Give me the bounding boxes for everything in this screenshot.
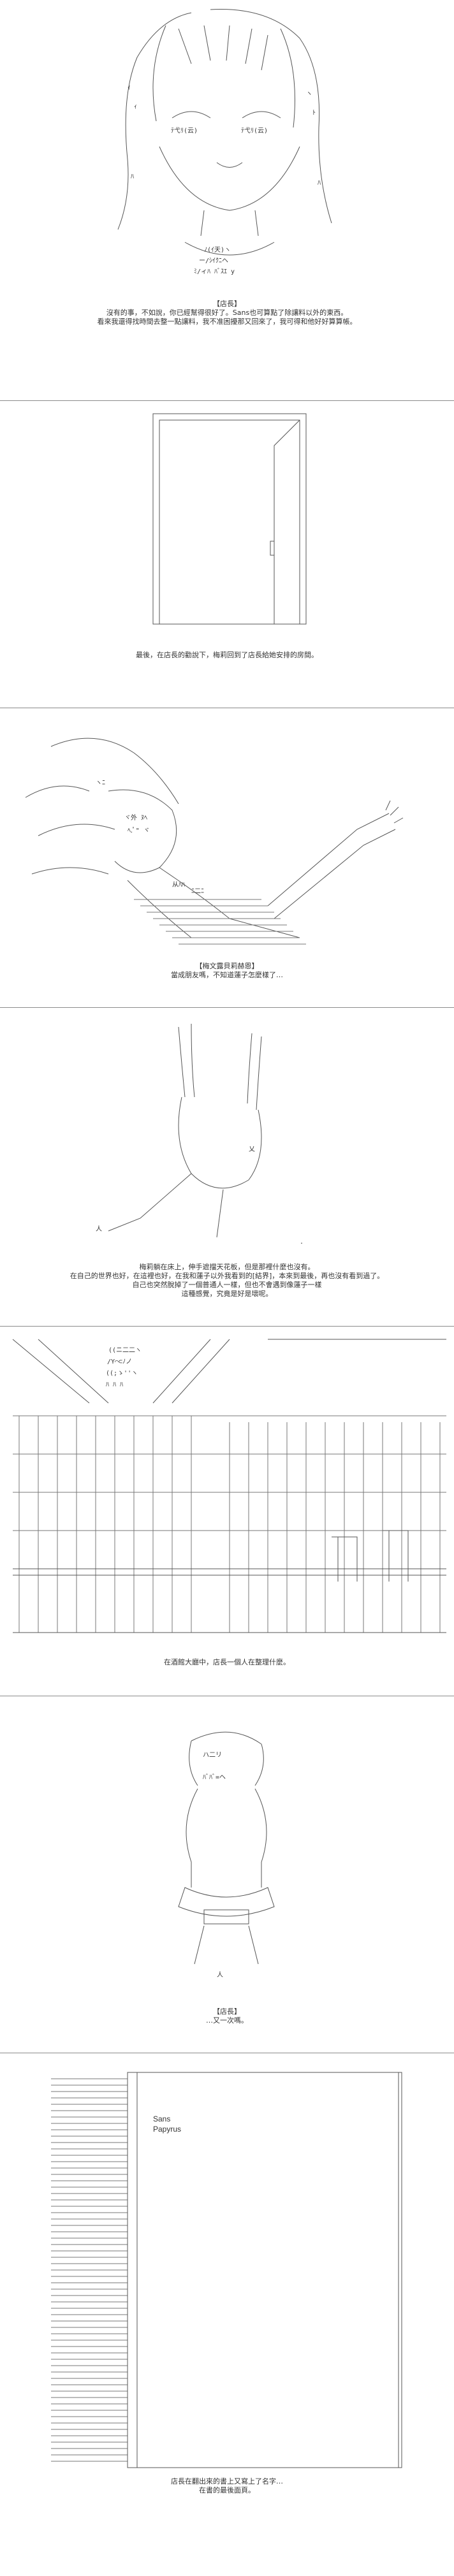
panel-4: 乂 人 . 梅莉躺在床上，伸手遮擋天花板，但是那裡什麼也沒有。 在自己的世界也好… xyxy=(0,1007,454,1327)
svg-text:ﾍ.ﾟ" ヾ: ﾍ.ﾟ" ヾ xyxy=(128,827,150,834)
aa-art-tavern-hall: ((ニ二二ヽ /Y⌒⊂ﾉノ ((;ゝ''ヽ ﾊ ﾊ ﾊ xyxy=(12,1339,446,1633)
panel-1-caption: 【店長】 沒有的事，不如說，你已經幫得很好了。Sans也可算點了除讓料以外的東西… xyxy=(0,300,454,326)
aa-art-open-book xyxy=(51,2072,402,2468)
panel-5-caption: 在酒館大廳中，店長一個人在整理什麼。 xyxy=(0,1658,454,1667)
panel-4-caption: 梅莉躺在床上，伸手遮擋天花板，但是那裡什麼也沒有。 在自己的世界也好，在這裡也好… xyxy=(0,1263,454,1299)
panel-1: ﾃ弋ﾘ(云) ﾃ弋ﾘ(云) ﾉ(ｲ天)ヽ ー/ｼｲｸﾆヘ ﾐ/ィﾊ ﾊﾞｽｴ y… xyxy=(0,0,454,400)
narration-line: 這種感覺，究竟是好是壞呢。 xyxy=(181,1290,273,1298)
svg-text:ﾊﾞﾊﾞ=ヘ: ﾊﾞﾊﾞ=ヘ xyxy=(203,1773,226,1781)
svg-text:((;ゝ''ヽ: ((;ゝ''ヽ xyxy=(106,1370,138,1377)
panel-6: ハ二リ ﾊﾞﾊﾞ=ヘ 人 【店長】 …又一次嗎。 xyxy=(0,1696,454,2053)
svg-text:ﾐ/ィﾊ ﾊﾞｽｴ y: ﾐ/ィﾊ ﾊﾞｽｴ y xyxy=(194,268,235,275)
svg-text:ﾃ弋ﾘ(云): ﾃ弋ﾘ(云) xyxy=(171,126,198,135)
svg-text:ー/ｼｲｸﾆヘ: ー/ｼｲｸﾆヘ xyxy=(199,257,228,265)
narration-line: 自己也突然脫掉了一個普通人一樣，但也不會遇到像蓮子一樣 xyxy=(132,1281,322,1289)
panel-3: ヽﾆ ヾ外 ﾇﾍ ﾍ.ﾟ" ヾ 从ﾊﾊ ﾆ二ﾆ 【梅文露貝莉赫恩】 當成朋友嗎，… xyxy=(0,708,454,1008)
svg-text:/Y⌒⊂ﾉノ: /Y⌒⊂ﾉノ xyxy=(107,1358,132,1365)
aa-art-girl-smiling: ﾃ弋ﾘ(云) ﾃ弋ﾘ(云) ﾉ(ｲ天)ヽ ー/ｼｲｸﾆヘ ﾐ/ィﾊ ﾊﾞｽｴ y… xyxy=(117,9,332,275)
narration-line: 看來我還得找時間去整一點讓料，我不准困擾那又回來了，我可得和他好好算算帳。 xyxy=(97,317,357,326)
speaker-name: 【店長】 xyxy=(213,300,241,308)
narration-line: 梅莉躺在床上，伸手遮擋天花板，但是那裡什麼也沒有。 xyxy=(139,1263,315,1271)
narration-line: 沒有的事，不如說，你已經幫得很好了。Sans也可算點了除讓料以外的東西。 xyxy=(106,309,348,317)
blanket-hatching xyxy=(134,899,306,945)
narration-line: …又一次嗎。 xyxy=(206,2016,248,2025)
speaker-name: 【店長】 xyxy=(213,2007,241,2016)
panel-3-caption: 【梅文露貝莉赫恩】 當成朋友嗎，不知道蓮子怎麼樣了… xyxy=(0,962,454,980)
svg-text:ｨ: ｨ xyxy=(128,84,131,91)
svg-text:((ニ二二ヽ: ((ニ二二ヽ xyxy=(108,1347,142,1354)
panel-6-caption: 【店長】 …又一次嗎。 xyxy=(0,2007,454,2025)
bottle-shelves xyxy=(13,1415,446,1633)
svg-text:ﾊ: ﾊ xyxy=(318,180,321,187)
svg-text:ｨ: ｨ xyxy=(134,103,137,110)
svg-text:ﾆ二ﾆ: ﾆ二ﾆ xyxy=(191,888,204,895)
svg-text:ハ二リ: ハ二リ xyxy=(203,1752,222,1759)
page-edges xyxy=(51,2078,128,2462)
narration-line: 在書的最後面頁。 xyxy=(199,2486,255,2494)
narration-line: 店長在翻出來的書上又寫上了名字… xyxy=(171,2477,283,2485)
svg-text:ﾃ弋ﾘ(云): ﾃ弋ﾘ(云) xyxy=(241,126,268,135)
svg-text:ヽ: ヽ xyxy=(306,91,312,98)
svg-text:人: 人 xyxy=(217,1971,223,1979)
narration-line: 在自己的世界也好，在這裡也好，在我和蓮子以外我看到的[結界]，本來到最後，再也沒… xyxy=(70,1272,384,1280)
aa-art-raised-hand: 乂 人 . xyxy=(96,1023,304,1246)
svg-text:ﾊ ﾊ ﾊ: ﾊ ﾊ ﾊ xyxy=(106,1381,123,1388)
aa-art-girl-lying: ヽﾆ ヾ外 ﾇﾍ ﾍ.ﾟ" ヾ 从ﾊﾊ ﾆ二ﾆ xyxy=(25,738,404,945)
svg-text:ヾ外 ﾇﾍ: ヾ外 ﾇﾍ xyxy=(124,814,147,822)
svg-text:ﾊ: ﾊ xyxy=(131,173,134,180)
speaker-name: 【梅文露貝莉赫恩】 xyxy=(195,962,259,970)
svg-text:ﾉ(ｲ天)ヽ: ﾉ(ｲ天)ヽ xyxy=(204,247,231,254)
svg-text:ヽﾆ: ヽﾆ xyxy=(96,780,105,787)
panel-2-caption: 最後，在店長的勸說下，梅莉回到了店長給她安排的房間。 xyxy=(0,651,454,660)
narration-line: 最後，在店長的勸說下，梅莉回到了店長給她安排的房間。 xyxy=(136,651,318,659)
svg-text:.: . xyxy=(300,1239,304,1246)
aa-art-shopkeeper-back: ハ二リ ﾊﾞﾊﾞ=ヘ 人 xyxy=(178,1731,275,1979)
book-name-sans: Sans xyxy=(153,2114,171,2123)
panel-2: 最後，在店長的勸說下，梅莉回到了店長給她安排的房間。 xyxy=(0,400,454,708)
svg-text:人: 人 xyxy=(96,1225,102,1233)
panel-7-caption: 店長在翻出來的書上又寫上了名字… 在書的最後面頁。 xyxy=(0,2477,454,2495)
book-name-papyrus: Papyrus xyxy=(153,2125,182,2134)
svg-text:ﾄ: ﾄ xyxy=(312,110,316,117)
book-name-list: Sans Papyrus xyxy=(153,2114,181,2134)
panel-7: Sans Papyrus 店長在翻出來的書上又寫上了名字… 在書的最後面頁。 xyxy=(0,2053,454,2576)
narration-line: 在酒館大廳中，店長一個人在整理什麼。 xyxy=(164,1658,290,1666)
panel-5: ((ニ二二ヽ /Y⌒⊂ﾉノ ((;ゝ''ヽ ﾊ ﾊ ﾊ 在酒館大廳中，店長一個人… xyxy=(0,1326,454,1696)
narration-line: 當成朋友嗎，不知道蓮子怎麼樣了… xyxy=(171,971,283,979)
svg-text:从ﾊﾊ: 从ﾊﾊ xyxy=(172,882,185,889)
aa-art-door xyxy=(152,413,307,625)
svg-text:乂: 乂 xyxy=(249,1146,255,1153)
